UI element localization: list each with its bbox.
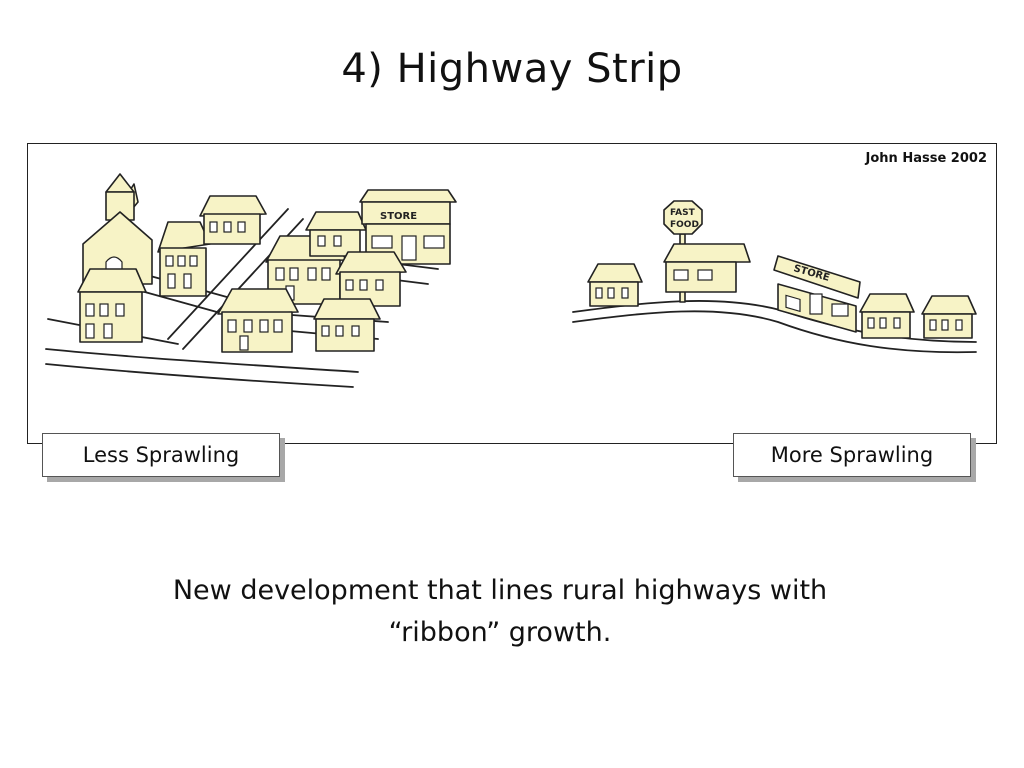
author-credit: John Hasse 2002 (865, 151, 987, 166)
fast-food-building (663, 243, 751, 293)
highway-strip: FAST FOOD STORE (572, 200, 977, 354)
store-right: STORE (773, 255, 861, 333)
sprawl-illustration: .b { fill: #f7f3c6; stroke: #222; stroke… (45, 173, 977, 388)
caption-line-2: “ribbon” growth. (388, 617, 612, 648)
more-sprawling-label: More Sprawling (733, 433, 971, 477)
house (157, 221, 211, 297)
church (82, 173, 153, 285)
house (335, 251, 407, 307)
fast-food-line1: FAST (670, 208, 696, 218)
caption-line-1: New development that lines rural highway… (172, 575, 828, 606)
store-sign-text: STORE (380, 211, 417, 222)
house (859, 293, 915, 339)
slide-caption: New development that lines rural highway… (90, 570, 910, 654)
house (77, 268, 147, 343)
house (199, 195, 267, 245)
fast-food-line2: FOOD (670, 220, 699, 230)
highway-road (572, 300, 977, 354)
less-sprawling-label: Less Sprawling (42, 433, 280, 477)
house (313, 298, 381, 352)
illustration-panel: .b { fill: #f7f3c6; stroke: #222; stroke… (27, 143, 997, 444)
slide-title: 4) Highway Strip (341, 46, 683, 92)
house (217, 288, 299, 353)
house (587, 263, 643, 307)
house (921, 295, 977, 339)
house (305, 211, 367, 257)
compact-town: STORE (45, 173, 457, 388)
